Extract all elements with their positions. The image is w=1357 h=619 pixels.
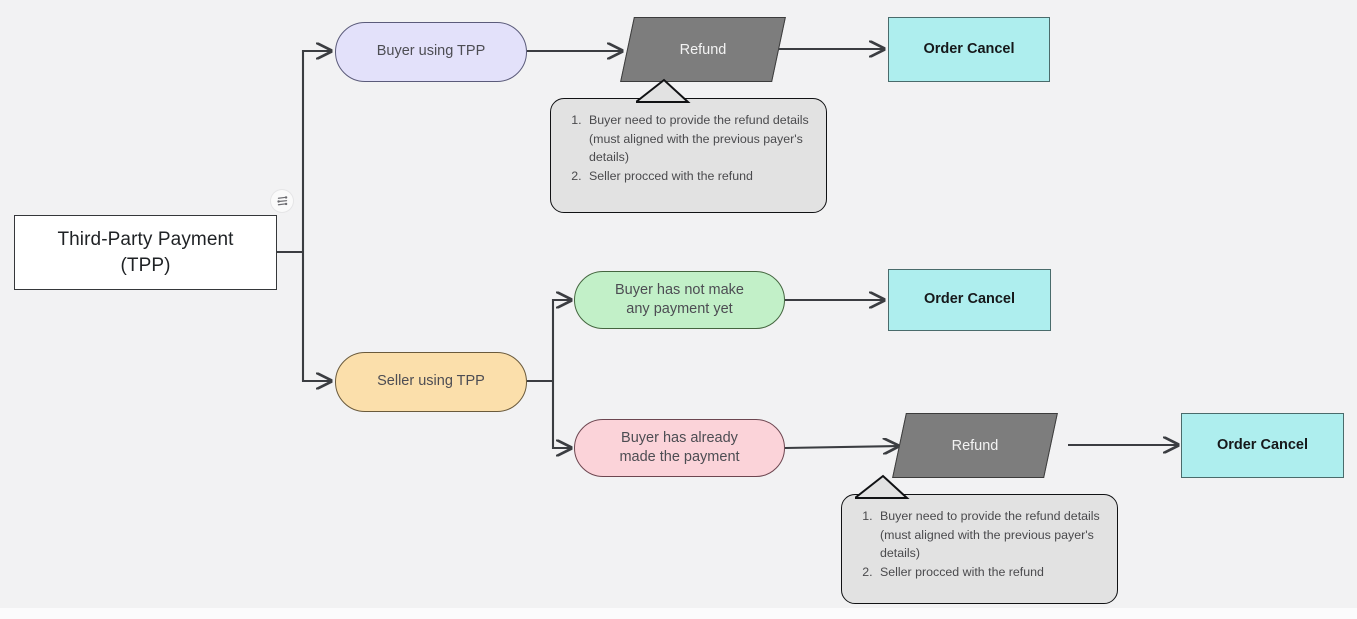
- node-no-payment-yet[interactable]: Buyer has not make any payment yet: [574, 271, 785, 329]
- note-top-item-1: Buyer need to provide the refund details…: [585, 111, 812, 167]
- note-refund-top: Buyer need to provide the refund details…: [550, 98, 827, 213]
- note-top-item-2: Seller procced with the refund: [585, 167, 812, 186]
- buyer-tpp-label: Buyer using TPP: [376, 43, 486, 60]
- edge-seller-to-paid: [551, 381, 571, 448]
- already-paid-label-line2: made the payment: [619, 449, 740, 465]
- edge-seller-to-nopay: [551, 300, 571, 381]
- node-buyer-using-tpp[interactable]: Buyer using TPP: [335, 22, 527, 82]
- root-label-line2: (TPP): [120, 254, 171, 276]
- flow-tree-icon[interactable]: [271, 190, 293, 212]
- seller-tpp-label: Seller using TPP: [377, 373, 485, 390]
- order-cancel-1-label: Order Cancel: [923, 40, 1015, 57]
- no-payment-label-line1: Buyer has not make: [615, 281, 744, 298]
- node-seller-using-tpp[interactable]: Seller using TPP: [335, 352, 527, 412]
- node-refund-top[interactable]: Refund: [620, 17, 786, 82]
- node-refund-bottom[interactable]: Refund: [892, 413, 1058, 478]
- edge-root-to-buyer: [301, 51, 331, 252]
- node-order-cancel-1[interactable]: Order Cancel: [888, 17, 1050, 82]
- refund-top-label: Refund: [679, 41, 727, 58]
- order-cancel-3-label: Order Cancel: [1216, 436, 1309, 453]
- note-bottom-item-1: Buyer need to provide the refund details…: [876, 507, 1103, 563]
- node-already-paid[interactable]: Buyer has already made the payment: [574, 419, 785, 477]
- order-cancel-2-label: Order Cancel: [923, 291, 1016, 308]
- edge-root-to-seller: [301, 252, 331, 381]
- refund-bottom-label: Refund: [951, 437, 999, 454]
- already-paid-label-line1: Buyer has already: [621, 429, 738, 446]
- edge-paid-to-refund: [784, 446, 898, 448]
- node-order-cancel-2[interactable]: Order Cancel: [888, 269, 1051, 331]
- node-order-cancel-3[interactable]: Order Cancel: [1181, 413, 1344, 478]
- node-third-party-payment[interactable]: Third-Party Payment (TPP): [14, 215, 277, 290]
- note-bottom-item-2: Seller procced with the refund: [876, 563, 1103, 582]
- root-label-line1: Third-Party Payment: [57, 229, 234, 251]
- no-payment-label-line2: any payment yet: [626, 301, 733, 317]
- bottom-strip: [0, 608, 1357, 619]
- note-refund-bottom: Buyer need to provide the refund details…: [841, 494, 1118, 604]
